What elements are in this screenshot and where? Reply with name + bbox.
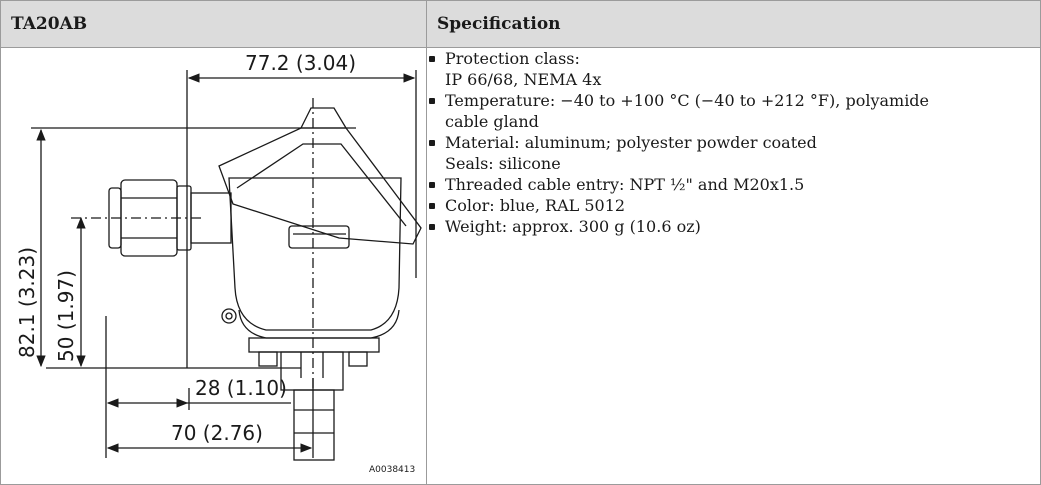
dimension-height-entry: 50 (1.97): [54, 270, 78, 362]
dimension-width-top: 77.2 (3.04): [245, 51, 356, 75]
dimension-offset: 28 (1.10): [195, 376, 287, 400]
spec-line: Temperature: −40 to +100 °C (−40 to +212…: [445, 91, 930, 110]
dimension-width-bottom: 70 (2.76): [171, 421, 263, 445]
spec-cable-entry: Threaded cable entry: NPT ½" and M20x1.5: [427, 174, 1040, 195]
header-specification: Specification: [426, 0, 1041, 48]
content-row: 77.2 (3.04) 82.1 (3.23) 50 (1.97) 28 (1.…: [0, 47, 1041, 485]
dimension-height-total: 82.1 (3.23): [15, 247, 39, 358]
spec-line: Threaded cable entry: NPT ½" and M20x1.5: [445, 175, 805, 194]
spec-line: Color: blue, RAL 5012: [445, 196, 626, 215]
spec-color: Color: blue, RAL 5012: [427, 195, 1040, 216]
spec-weight: Weight: approx. 300 g (10.6 oz): [427, 216, 1040, 237]
spec-line: IP 66/68, NEMA 4x: [445, 70, 602, 89]
spec-material: Material: aluminum; polyester powder coa…: [427, 132, 1040, 174]
spec-line: Protection class:: [445, 49, 580, 68]
spec-protection-class: Protection class: IP 66/68, NEMA 4x: [427, 48, 1040, 90]
dimension-drawing-cell: 77.2 (3.04) 82.1 (3.23) 50 (1.97) 28 (1.…: [0, 47, 427, 485]
drawing-reference-code: A0038413: [369, 465, 415, 475]
spec-line: Seals: silicone: [445, 154, 561, 173]
specification-cell: Protection class: IP 66/68, NEMA 4x Temp…: [426, 47, 1041, 485]
specification-list: Protection class: IP 66/68, NEMA 4x Temp…: [427, 48, 1040, 237]
spec-line: Material: aluminum; polyester powder coa…: [445, 133, 817, 152]
spec-line: cable gland: [445, 112, 539, 131]
header-model: TA20AB: [0, 0, 427, 48]
header-row: TA20AB Specification: [0, 0, 1041, 48]
terminal-head-drawing: 77.2 (3.04) 82.1 (3.23) 50 (1.97) 28 (1.…: [15, 51, 422, 475]
spec-temperature: Temperature: −40 to +100 °C (−40 to +212…: [427, 90, 1040, 132]
spec-line: Weight: approx. 300 g (10.6 oz): [445, 217, 701, 236]
